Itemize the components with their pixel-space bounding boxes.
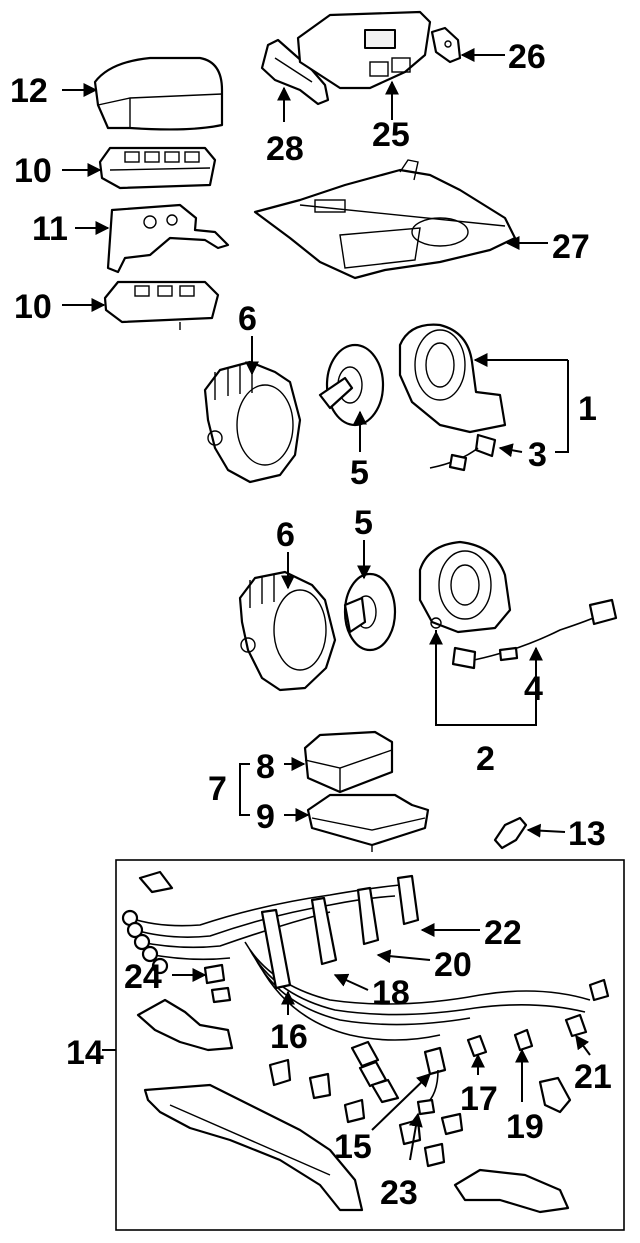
callout-6-upper: 6 [238, 300, 257, 338]
callout-8: 8 [256, 748, 275, 786]
callout-9: 9 [256, 798, 275, 836]
distributor-cap-lower [343, 572, 397, 652]
spark-plug-connector [493, 816, 528, 850]
callout-1: 1 [578, 390, 597, 428]
callout-11: 11 [32, 210, 68, 248]
harness-clips [268, 1058, 572, 1168]
distributor-housing [398, 323, 507, 434]
ecu-tray [253, 159, 517, 280]
callout-7: 7 [208, 770, 227, 808]
callout-15: 15 [334, 1128, 372, 1166]
callout-5-upper: 5 [350, 454, 369, 492]
callout-14: 14 [66, 1034, 104, 1072]
crank-sensor-harness [451, 598, 618, 670]
callout-19: 19 [506, 1108, 544, 1146]
callout-6-lower: 6 [276, 516, 295, 554]
callout-21: 21 [574, 1058, 612, 1096]
relay-box-cover [93, 56, 224, 131]
relay-block-upper [98, 146, 217, 190]
pickup-sensor [429, 433, 497, 472]
callout-3: 3 [528, 436, 547, 474]
callout-4: 4 [524, 670, 543, 708]
distributor-upper [203, 360, 302, 484]
callout-20: 20 [434, 946, 472, 984]
callout-23: 23 [380, 1174, 418, 1212]
igniter-top [303, 730, 394, 794]
ecu-mount-clip [430, 26, 462, 64]
harness-brackets [136, 998, 570, 1214]
callout-24: 24 [124, 958, 162, 996]
distributor-housing-lower [418, 540, 512, 634]
callout-2: 2 [476, 740, 495, 778]
callout-25: 25 [372, 116, 410, 154]
distributor-lower [238, 570, 337, 692]
callout-22: 22 [484, 914, 522, 952]
callout-16: 16 [270, 1018, 308, 1056]
callout-28: 28 [266, 130, 304, 168]
callout-5-lower: 5 [354, 504, 373, 542]
relay-bracket [106, 203, 230, 274]
callout-12: 12 [10, 72, 48, 110]
callout-18: 18 [372, 974, 410, 1012]
callout-labels: 12 10 11 10 28 25 26 27 6 1 3 5 5 6 4 2 … [10, 38, 612, 1212]
callout-17: 17 [460, 1080, 498, 1118]
callout-10-upper: 10 [14, 152, 52, 190]
igniter-base [306, 793, 430, 852]
distributor-cap-upper [318, 343, 385, 427]
engine-control-module [296, 10, 432, 90]
callout-13: 13 [568, 815, 606, 853]
ignition-wire-set [121, 870, 610, 1116]
ecu-bracket [260, 38, 330, 106]
harness-kit-frame [115, 859, 625, 1231]
callout-10-lower: 10 [14, 288, 52, 326]
relay-block-lower [103, 280, 220, 330]
callout-27: 27 [552, 228, 590, 266]
callout-26: 26 [508, 38, 546, 76]
